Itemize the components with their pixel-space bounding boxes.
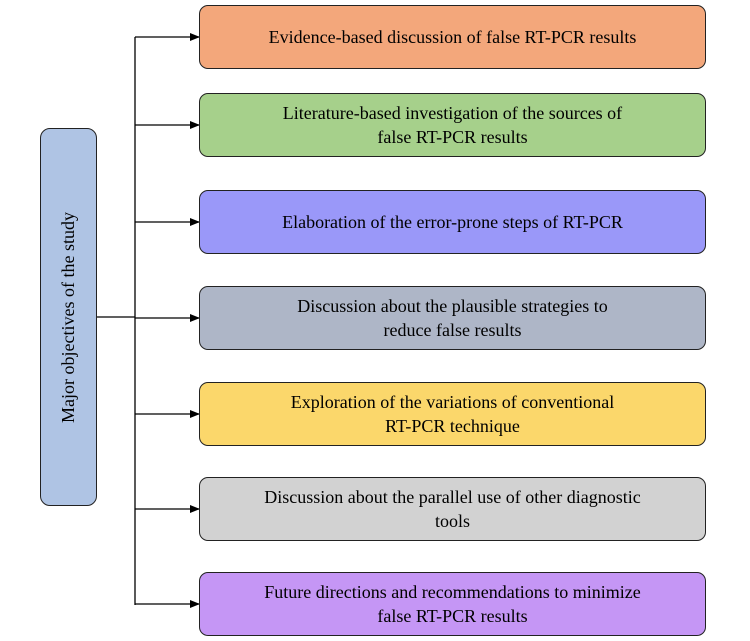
objective-label-7: Future directions and recommendations to… xyxy=(264,582,641,626)
objective-label-3: Elaboration of the error-prone steps of … xyxy=(282,212,623,232)
objective-box-5: Exploration of the variations of convent… xyxy=(199,382,706,446)
objective-box-4: Discussion about the plausible strategie… xyxy=(199,286,706,350)
objective-label-1: Evidence-based discussion of false RT-PC… xyxy=(268,27,637,47)
objective-box-6: Discussion about the parallel use of oth… xyxy=(199,477,706,541)
objective-box-2: Literature-based investigation of the so… xyxy=(199,93,706,157)
objective-box-3: Elaboration of the error-prone steps of … xyxy=(199,190,706,254)
objective-label-2: Literature-based investigation of the so… xyxy=(282,103,623,147)
objective-label-4: Discussion about the plausible strategie… xyxy=(297,296,608,340)
objective-label-5: Exploration of the variations of convent… xyxy=(290,392,615,436)
objective-box-1: Evidence-based discussion of false RT-PC… xyxy=(199,5,706,69)
objective-label-6: Discussion about the parallel use of oth… xyxy=(264,487,641,531)
objective-box-7: Future directions and recommendations to… xyxy=(199,572,706,636)
root-node: Major objectives of the study xyxy=(40,128,97,506)
